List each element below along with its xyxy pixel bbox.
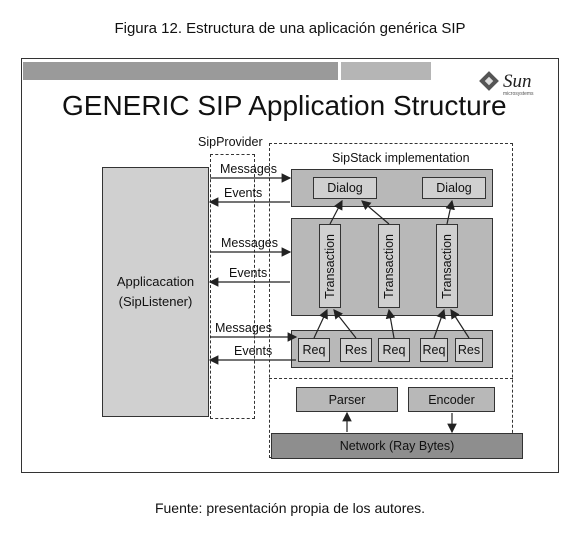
res-to-transaction-arrow <box>450 308 470 339</box>
messages-label: Messages <box>215 321 272 335</box>
messages-label: Messages <box>220 162 277 176</box>
sipstack-divider <box>269 378 513 379</box>
sun-logo-subtext: microsystems <box>503 91 534 97</box>
messages-label: Messages <box>221 236 278 250</box>
figure-source: Fuente: presentación propia de los autor… <box>154 500 426 516</box>
res-to-transaction-arrow <box>333 309 357 339</box>
network-bar: Network (Ray Bytes) <box>271 433 523 459</box>
sun-logo: Sun microsystems <box>477 69 547 99</box>
slide-title: GENERIC SIP Application Structure <box>62 90 507 121</box>
header-bar-right <box>341 62 431 80</box>
req-to-transaction-arrow <box>385 308 396 339</box>
dialog-box: Dialog <box>422 177 486 199</box>
application-label: Applicacation <box>116 274 195 289</box>
req-to-transaction-arrow <box>433 308 446 339</box>
transaction-box: Transaction <box>436 224 458 308</box>
transaction-box: Transaction <box>378 224 400 308</box>
events-label: Events <box>229 266 268 280</box>
application-sublabel: (SipListener) <box>118 294 193 309</box>
sun-logo-text: Sun <box>503 71 532 92</box>
res-box: Res <box>340 338 372 362</box>
events-label: Events <box>234 344 273 358</box>
figure-caption: Figura 12. Estructura de una aplicación … <box>114 20 466 37</box>
arrows-overlay <box>208 173 470 434</box>
sun-logo-icon <box>479 71 499 91</box>
application-box: Applicacation (SipListener) <box>102 167 209 417</box>
dialog-box: Dialog <box>313 177 377 199</box>
header-bar-left <box>23 62 338 80</box>
encoder-box: Encoder <box>408 387 495 412</box>
sipstack-label: SipStack implementation <box>332 151 470 165</box>
sipprovider-label: SipProvider <box>198 135 263 149</box>
transaction-box: Transaction <box>319 224 341 308</box>
req-box: Req <box>420 338 448 362</box>
req-to-transaction-arrow <box>313 308 328 339</box>
transaction-to-dialog-arrow <box>329 199 343 225</box>
slide-frame: Sun microsystems GENERIC SIP Application… <box>21 58 559 473</box>
req-box: Req <box>378 338 410 362</box>
parser-box: Parser <box>296 387 398 412</box>
transaction-to-dialog-arrow <box>361 200 390 225</box>
res-box: Res <box>455 338 483 362</box>
transaction-to-dialog-arrow <box>445 199 455 225</box>
events-label: Events <box>224 186 263 200</box>
req-box: Req <box>298 338 330 362</box>
